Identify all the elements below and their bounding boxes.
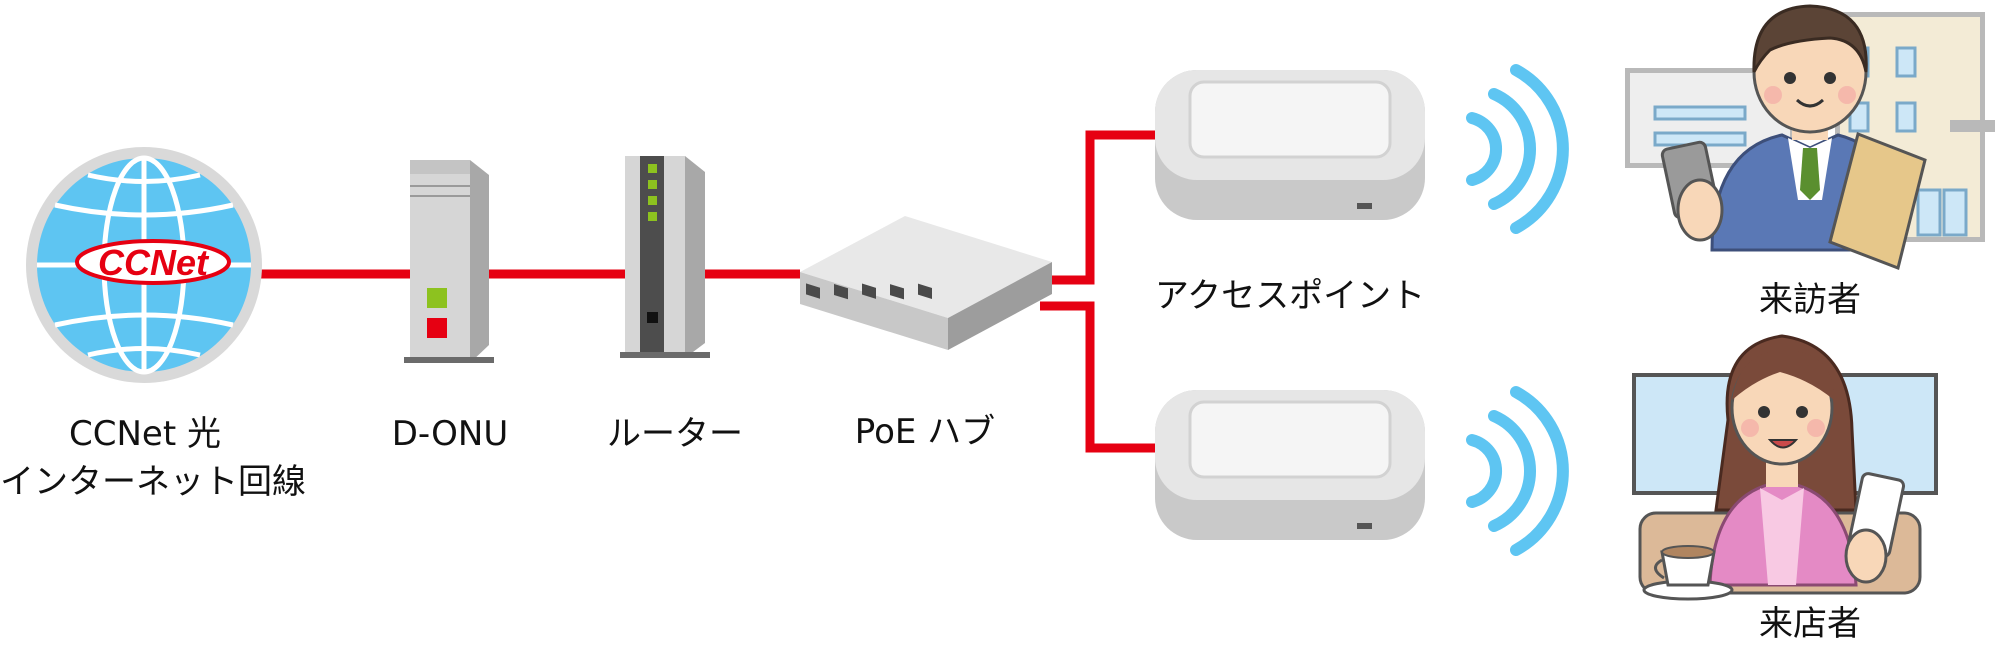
internet-label-line1: CCNet 光 [69, 414, 221, 454]
access-point-icon [1155, 390, 1425, 540]
internet-label-line2: インターネット回線 [0, 462, 306, 502]
router-led [648, 164, 657, 173]
internet-label: CCNet 光 インターネット回線 [0, 410, 306, 506]
visitor-man-icon [1625, 4, 1995, 271]
customer-label: 来店者 [1759, 604, 1861, 644]
onu-label: D-ONU [391, 414, 509, 454]
onu-device-icon [404, 160, 494, 363]
poe-hub-label: PoE ハブ [854, 412, 996, 452]
access-point-label: アクセスポイント [1154, 276, 1426, 316]
onu-led-red [427, 318, 447, 338]
visitor-label: 来訪者 [1759, 280, 1861, 320]
access-point-icon [1155, 70, 1425, 220]
router-device-icon [620, 156, 710, 358]
coffee-cup-icon [1642, 545, 1734, 601]
onu-led-green [427, 288, 447, 308]
cable-hub-ap-bottom [1040, 301, 1158, 453]
globe-icon: CCNet [26, 147, 262, 383]
ccnet-logo-text: CCNet [98, 242, 210, 283]
router-led [648, 180, 657, 189]
router-led [648, 196, 657, 205]
wifi-signal-icon [1466, 386, 1569, 556]
cable-lines [258, 130, 1158, 453]
router-port [647, 312, 658, 323]
router-led [648, 212, 657, 221]
cable-hub-ap-top [1052, 130, 1158, 285]
customer-woman-icon [1632, 334, 1938, 601]
poe-hub-icon [800, 216, 1052, 350]
wifi-signal-icon [1466, 64, 1569, 234]
router-label: ルーター [607, 414, 743, 454]
ccnet-logo: CCNet [75, 239, 231, 285]
